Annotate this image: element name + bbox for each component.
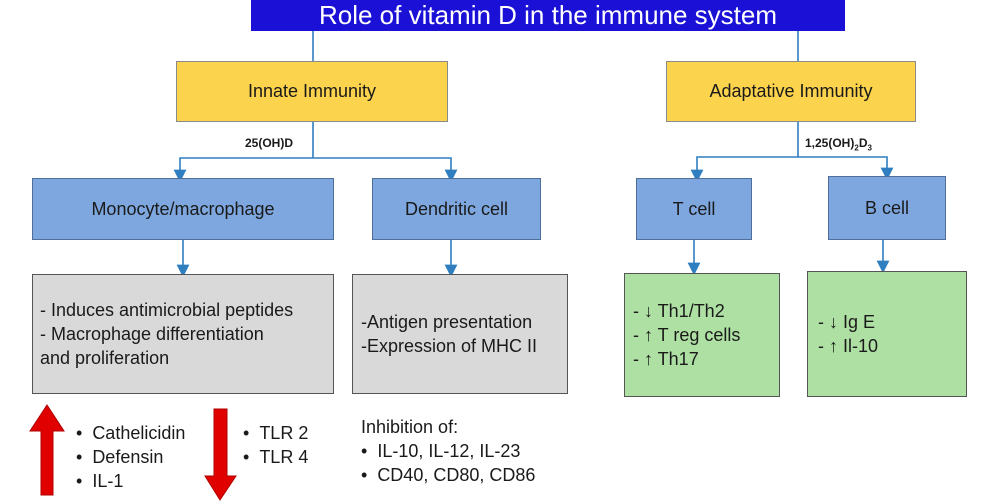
connector-innate-left [173,157,313,183]
b-cell-box: B cell [828,176,946,240]
monocyte-effect-line: - Induces antimicrobial peptides [40,300,294,320]
decreased-list: • TLR 2 • TLR 4 [243,421,308,469]
dendritic-effects-box: -Antigen presentation -Expression of MHC… [352,274,568,394]
increased-item: • Defensin [76,447,164,467]
inhibition-item: • CD40, CD80, CD86 [361,465,536,485]
monocyte-effect-line: - Macrophage differentiation [40,324,264,344]
connector-innate-right [313,157,458,183]
monocyte-effect-line: and proliferation [40,348,170,368]
b-cell-effects-box: - ↓ Ig E - ↑ Il-10 [807,271,967,397]
inhibition-list: Inhibition of: • IL-10, IL-12, IL-23 • C… [361,415,535,487]
t-cell-effect-line: - ↓ Th1/Th2 [633,301,725,321]
b-cell-effect-line: - ↓ Ig E [818,312,876,332]
t-cell-box: T cell [636,178,752,240]
increased-item: • IL-1 [76,471,124,491]
adaptive-metabolite-label: 1,25(OH)2D3 [805,136,872,153]
inhibition-item: • IL-10, IL-12, IL-23 [361,441,521,461]
b-cell-effect-line: - ↑ Il-10 [818,336,879,356]
increased-list: • Cathelicidin • Defensin • IL-1 [76,421,185,493]
diagram-title: Role of vitamin D in the immune system [251,0,845,31]
t-cell-effect-line: - ↑ T reg cells [633,325,741,345]
dendritic-effect-line: -Expression of MHC II [361,336,538,356]
innate-immunity-box: Innate Immunity [176,61,448,122]
decrease-arrow-icon [204,408,237,501]
dendritic-cell-box: Dendritic cell [372,178,541,240]
monocyte-macrophage-box: Monocyte/macrophage [32,178,334,240]
increase-arrow-icon [29,404,65,496]
decreased-item: • TLR 4 [243,447,309,467]
increased-item: • Cathelicidin [76,423,186,443]
t-cell-effects-box: - ↓ Th1/Th2 - ↑ T reg cells - ↑ Th17 [624,273,780,397]
connector-adaptive-right [798,156,894,181]
inhibition-heading: Inhibition of: [361,417,459,437]
dendritic-effect-line: -Antigen presentation [361,312,533,332]
connector-adaptive-left [690,156,798,183]
adaptive-immunity-box: Adaptative Immunity [666,61,916,122]
decreased-item: • TLR 2 [243,423,309,443]
innate-metabolite-label: 25(OH)D [245,136,294,150]
monocyte-effects-box: - Induces antimicrobial peptides - Macro… [32,274,334,394]
t-cell-effect-line: - ↑ Th17 [633,349,699,369]
